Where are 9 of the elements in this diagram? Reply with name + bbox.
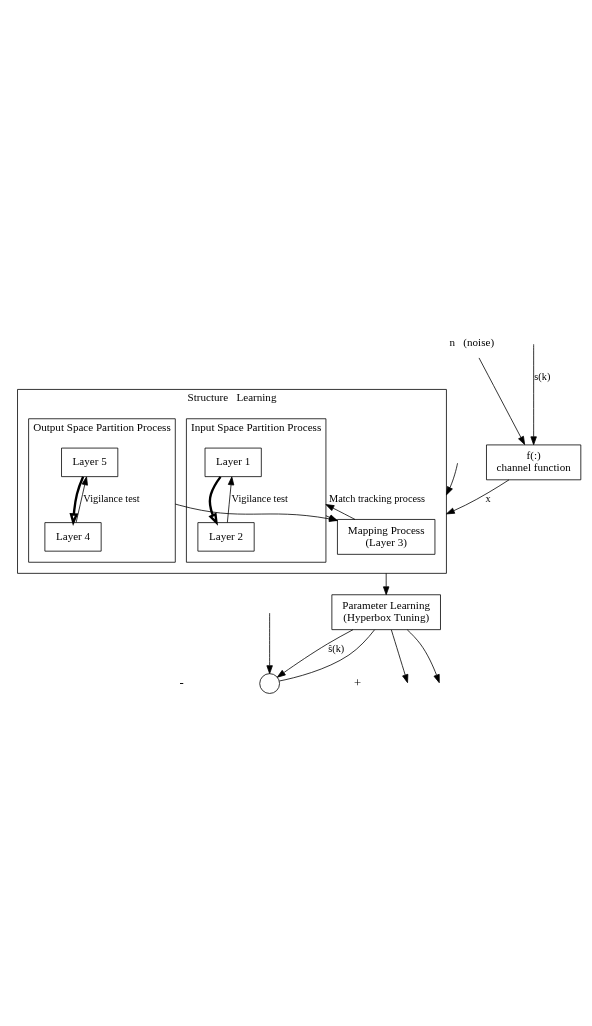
edge-label: Match tracking process — [329, 492, 426, 504]
label: + — [354, 675, 362, 690]
node-text: n (noise) — [449, 335, 495, 348]
edge-label: ŝ(k) — [328, 642, 345, 654]
edge-label: x — [485, 492, 491, 504]
edge-label: s(k) — [534, 370, 551, 382]
edge-label: Vigilance test — [83, 492, 140, 504]
edge-label: Vigilance test — [231, 492, 288, 504]
label: - — [179, 675, 184, 690]
